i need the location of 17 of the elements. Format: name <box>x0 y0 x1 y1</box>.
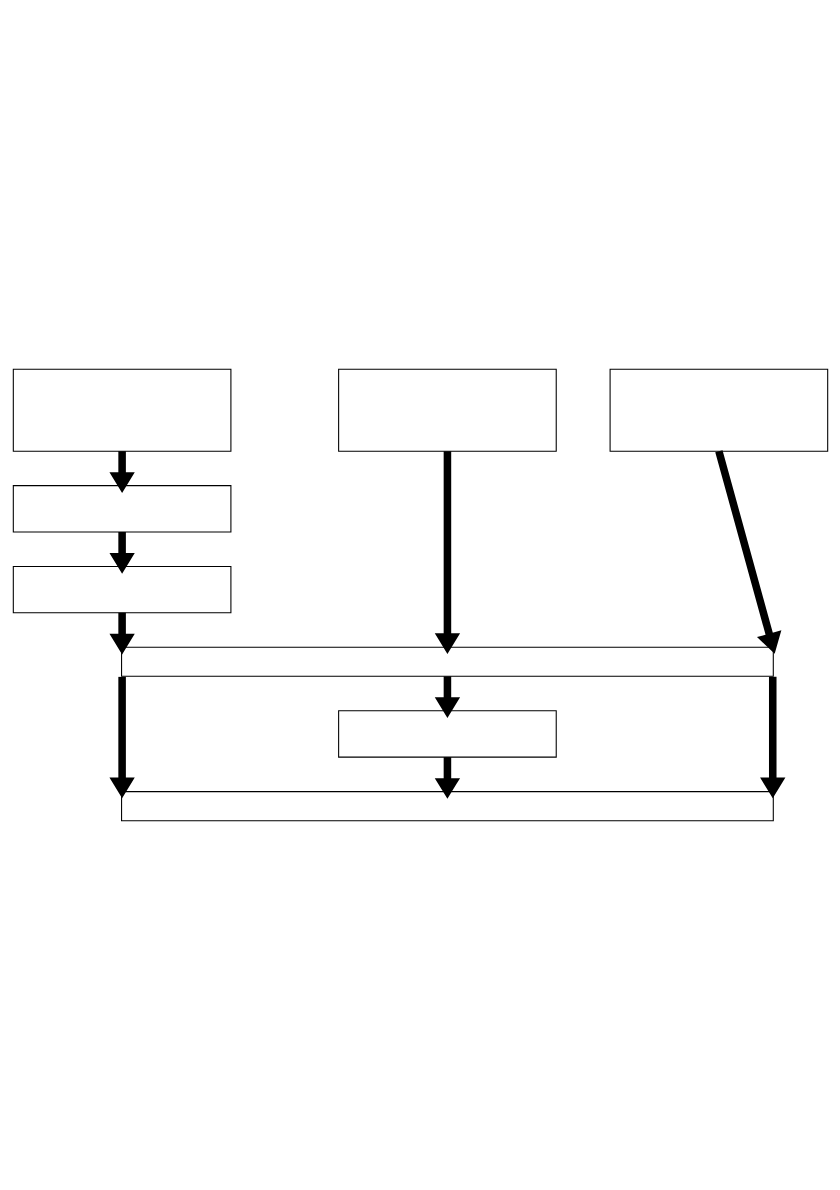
arrow <box>434 451 460 654</box>
arrow <box>434 676 460 718</box>
node-box <box>609 368 828 452</box>
node-box <box>12 565 231 614</box>
arrow <box>108 612 135 655</box>
arrow <box>714 450 781 654</box>
arrow <box>108 451 135 493</box>
arrow <box>108 532 135 574</box>
node-box <box>120 646 774 677</box>
node-box <box>12 368 231 452</box>
node-box <box>120 791 774 822</box>
node-box <box>337 710 557 758</box>
arrow <box>434 757 460 799</box>
arrow <box>108 676 135 799</box>
node-box <box>337 368 557 452</box>
node-box <box>12 485 231 533</box>
arrow <box>759 676 785 799</box>
